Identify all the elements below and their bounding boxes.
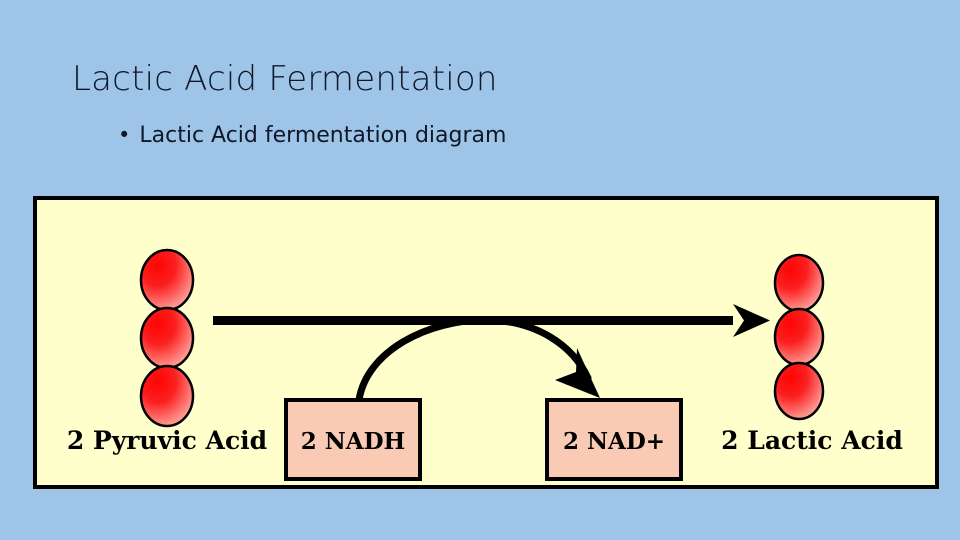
molecule-sphere (139, 306, 195, 370)
molecule-sphere (773, 253, 825, 313)
lactic-acid-label: 2 Lactic Acid (721, 426, 903, 455)
bullet-list-item: • Lactic Acid fermentation diagram (118, 123, 506, 148)
page-title: Lactic Acid Fermentation (72, 59, 498, 99)
lactic-acid-sphere-stack (773, 253, 825, 421)
molecule-sphere (773, 361, 825, 421)
nadplus-box-label: 2 NAD+ (563, 428, 665, 455)
nadplus-box: 2 NAD+ (545, 398, 683, 481)
nadh-box-label: 2 NADH (301, 428, 406, 455)
nadplus-box-shape (545, 398, 683, 481)
molecule-sphere (773, 307, 825, 367)
curved-arrow-head-icon (555, 348, 600, 398)
bullet-item-label: Lactic Acid fermentation diagram (139, 123, 507, 148)
molecule-sphere (139, 364, 195, 428)
bullet-marker-icon: • (118, 123, 131, 147)
arrow-head-icon (733, 304, 770, 337)
curved-arrow-shaft (355, 316, 592, 404)
nadh-box-shape (284, 398, 422, 481)
pyruvic-acid-sphere-stack (139, 248, 195, 428)
diagram-svg: 2 NADH 2 NAD+ 2 Pyruvic Acid 2 Lactic Ac… (67, 248, 903, 481)
nadh-box: 2 NADH (284, 398, 422, 481)
cofactor-curved-arrow (355, 316, 600, 404)
fermentation-diagram-panel: 2 NADH 2 NAD+ 2 Pyruvic Acid 2 Lactic Ac… (33, 196, 939, 489)
molecule-sphere (139, 248, 195, 312)
pyruvic-acid-label: 2 Pyruvic Acid (67, 426, 267, 455)
